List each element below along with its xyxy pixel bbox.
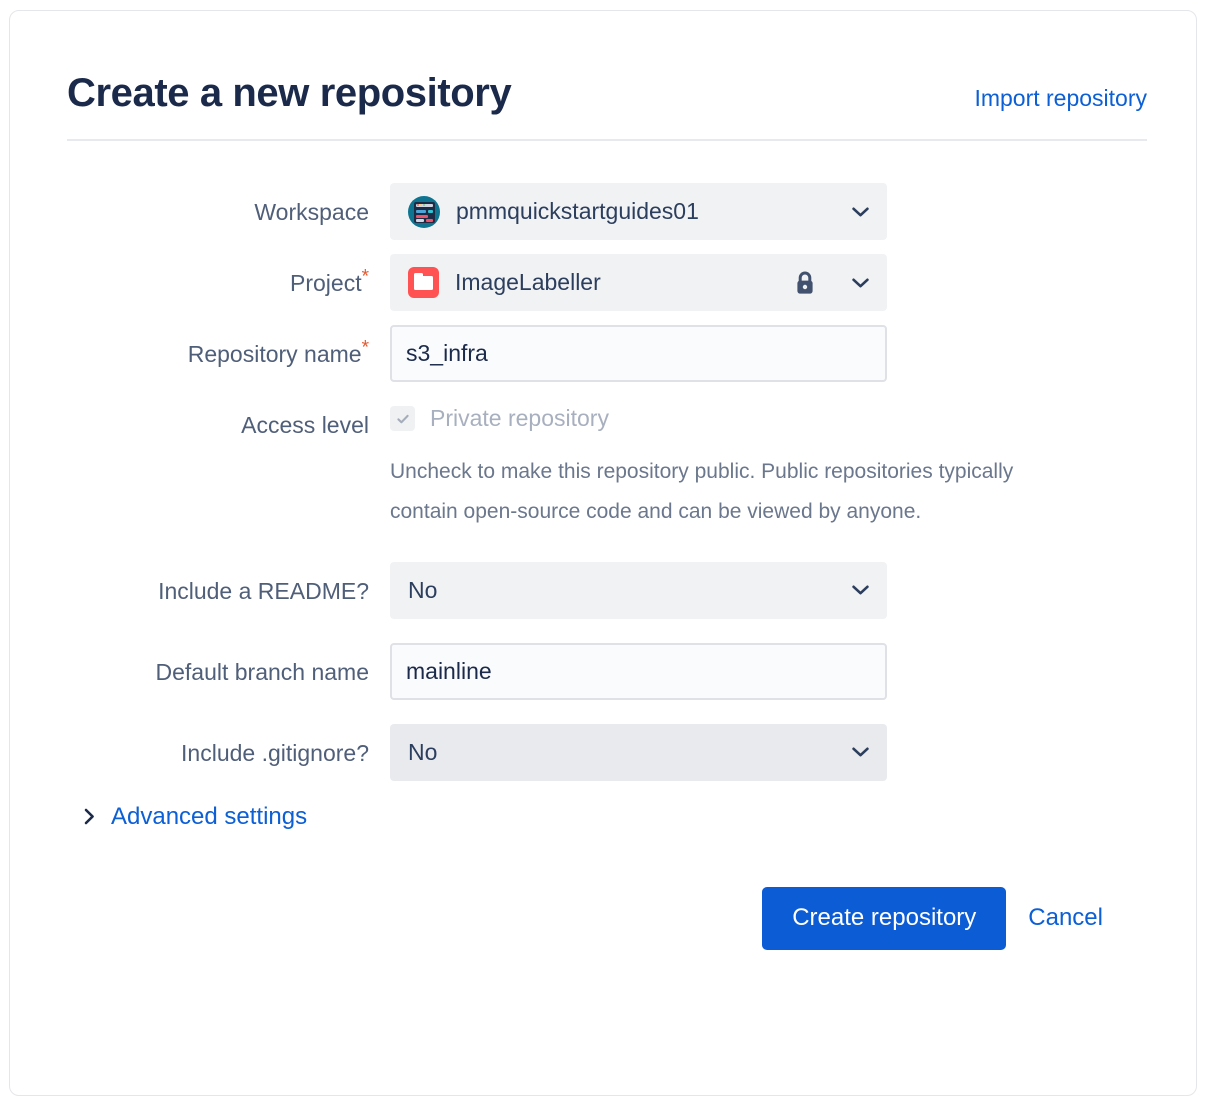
access-level-help-text: Uncheck to make this repository public. … <box>390 460 1014 523</box>
workspace-label: Workspace <box>67 183 390 231</box>
form-row-default-branch-name: Default branch name <box>67 642 1147 700</box>
repository-form: Workspace pmmquickstartguides01 <box>67 183 1147 950</box>
project-folder-icon <box>408 267 439 298</box>
include-readme-select[interactable]: No <box>390 561 887 619</box>
include-gitignore-select[interactable]: No <box>390 723 887 781</box>
include-readme-field: No <box>390 561 1147 619</box>
card-content: Create a new repository Import repositor… <box>67 69 1147 950</box>
workspace-field: pmmquickstartguides01 <box>390 183 1147 240</box>
workspace-select[interactable]: pmmquickstartguides01 <box>390 183 887 240</box>
form-actions: Create repository Cancel <box>67 886 1147 950</box>
lock-icon <box>794 270 816 296</box>
form-row-include-gitignore: Include .gitignore? No <box>67 723 1147 781</box>
workspace-avatar-icon <box>408 195 440 228</box>
workspace-label-text: Workspace <box>254 199 369 225</box>
card-header: Create a new repository Import repositor… <box>67 69 1147 117</box>
chevron-down-icon <box>852 585 869 595</box>
include-readme-label-text: Include a README? <box>158 577 369 604</box>
repository-name-input[interactable] <box>390 325 887 382</box>
form-row-access-level: Access level Private repository Uncheck … <box>67 396 1147 532</box>
default-branch-name-field <box>390 642 1147 700</box>
include-gitignore-label: Include .gitignore? <box>67 724 390 772</box>
project-label: Project* <box>67 254 390 302</box>
private-repository-checkbox <box>390 406 415 431</box>
include-gitignore-value: No <box>408 738 438 765</box>
access-level-field: Private repository Uncheck to make this … <box>390 396 1147 532</box>
private-repository-checkbox-row[interactable]: Private repository <box>390 396 1147 432</box>
project-required-marker: * <box>361 266 369 288</box>
default-branch-name-label-text: Default branch name <box>155 658 369 685</box>
include-readme-label: Include a README? <box>67 562 390 610</box>
default-branch-name-label: Default branch name <box>67 643 390 691</box>
repository-name-label-text: Repository name <box>187 341 362 367</box>
advanced-settings-toggle[interactable]: Advanced settings <box>84 803 307 831</box>
project-field: ImageLabeller <box>390 254 1147 311</box>
form-row-project: Project* ImageLabeller <box>67 254 1147 311</box>
import-repository-link[interactable]: Import repository <box>974 85 1147 111</box>
create-repository-button[interactable]: Create repository <box>762 886 1007 950</box>
page-title: Create a new repository <box>67 71 512 115</box>
access-level-label-text: Access level <box>241 412 369 438</box>
project-label-text: Project <box>290 270 362 296</box>
chevron-down-icon <box>852 747 869 757</box>
access-level-label: Access level <box>67 396 390 444</box>
create-repository-card: Create a new repository Import repositor… <box>9 10 1197 1096</box>
header-divider <box>67 139 1147 141</box>
private-repository-label: Private repository <box>430 405 609 431</box>
include-readme-value: No <box>408 576 438 603</box>
project-select[interactable]: ImageLabeller <box>390 254 887 311</box>
project-value: ImageLabeller <box>455 269 601 295</box>
advanced-settings-label: Advanced settings <box>111 802 308 830</box>
repository-name-required-marker: * <box>361 337 369 359</box>
chevron-down-icon <box>852 278 869 288</box>
repository-name-field <box>390 325 1147 382</box>
repository-name-label: Repository name* <box>67 325 390 373</box>
include-gitignore-field: No <box>390 723 1147 781</box>
checkmark-icon <box>396 414 409 423</box>
form-row-include-readme: Include a README? No <box>67 561 1147 619</box>
form-row-repository-name: Repository name* <box>67 325 1147 382</box>
default-branch-name-input[interactable] <box>390 642 887 700</box>
cancel-button[interactable]: Cancel <box>1028 904 1103 932</box>
chevron-right-icon <box>84 808 95 825</box>
include-gitignore-label-text: Include .gitignore? <box>181 739 369 766</box>
workspace-value: pmmquickstartguides01 <box>456 198 699 224</box>
chevron-down-icon <box>852 207 869 217</box>
form-row-workspace: Workspace pmmquickstartguides01 <box>67 183 1147 240</box>
